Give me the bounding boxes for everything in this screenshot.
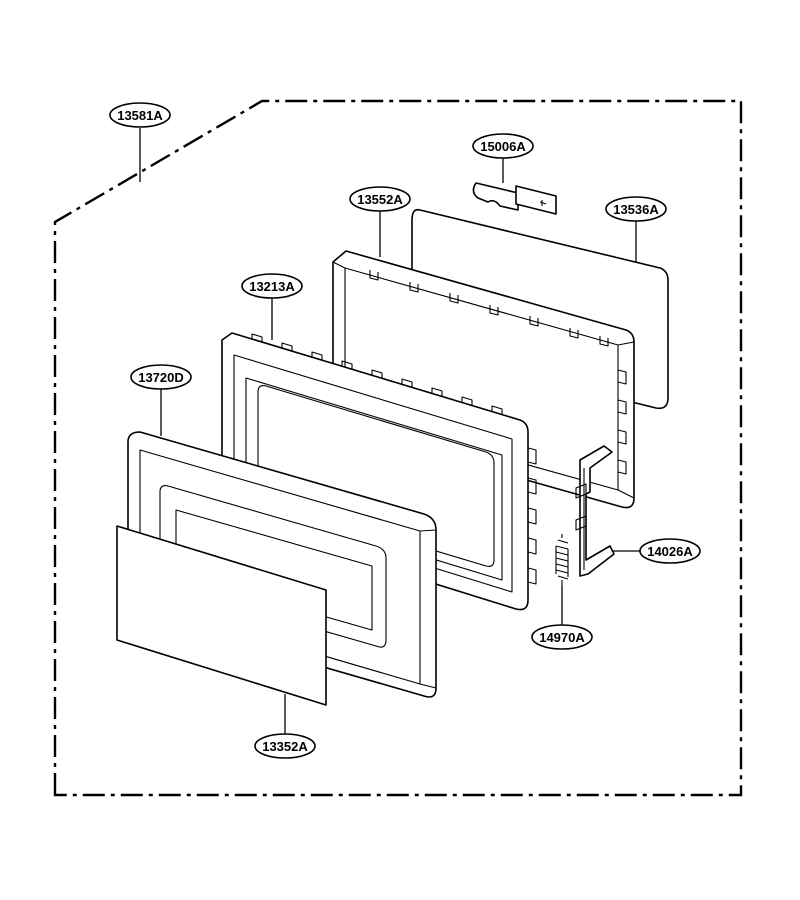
latch-lever-part <box>472 182 557 215</box>
label-choke-cover: 13536A <box>605 196 667 222</box>
label-door-front: 13720D <box>130 364 192 390</box>
svg-text:13581A: 13581A <box>117 108 163 123</box>
svg-text:14970A: 14970A <box>539 630 585 645</box>
label-frame: 13581A <box>109 102 171 128</box>
svg-text:14026A: 14026A <box>647 544 693 559</box>
label-door-panel: 13213A <box>241 273 303 299</box>
label-door-frame: 13552A <box>349 186 411 212</box>
leader-lines <box>139 128 640 734</box>
label-door-glass: 13352A <box>254 733 316 759</box>
door-glass-part <box>116 525 327 706</box>
svg-text:13536A: 13536A <box>613 202 659 217</box>
svg-text:15006A: 15006A <box>480 139 526 154</box>
assembly-boundary <box>53 99 743 797</box>
svg-text:13552A: 13552A <box>357 192 403 207</box>
label-latch-hook: 14026A <box>639 538 701 564</box>
label-latch-lever: 15006A <box>472 133 534 159</box>
svg-text:13352A: 13352A <box>262 739 308 754</box>
svg-text:13720D: 13720D <box>138 370 184 385</box>
label-spring: 14970A <box>531 624 593 650</box>
svg-text:13213A: 13213A <box>249 279 295 294</box>
latch-hook-part <box>575 445 615 577</box>
spring-part <box>555 534 569 586</box>
